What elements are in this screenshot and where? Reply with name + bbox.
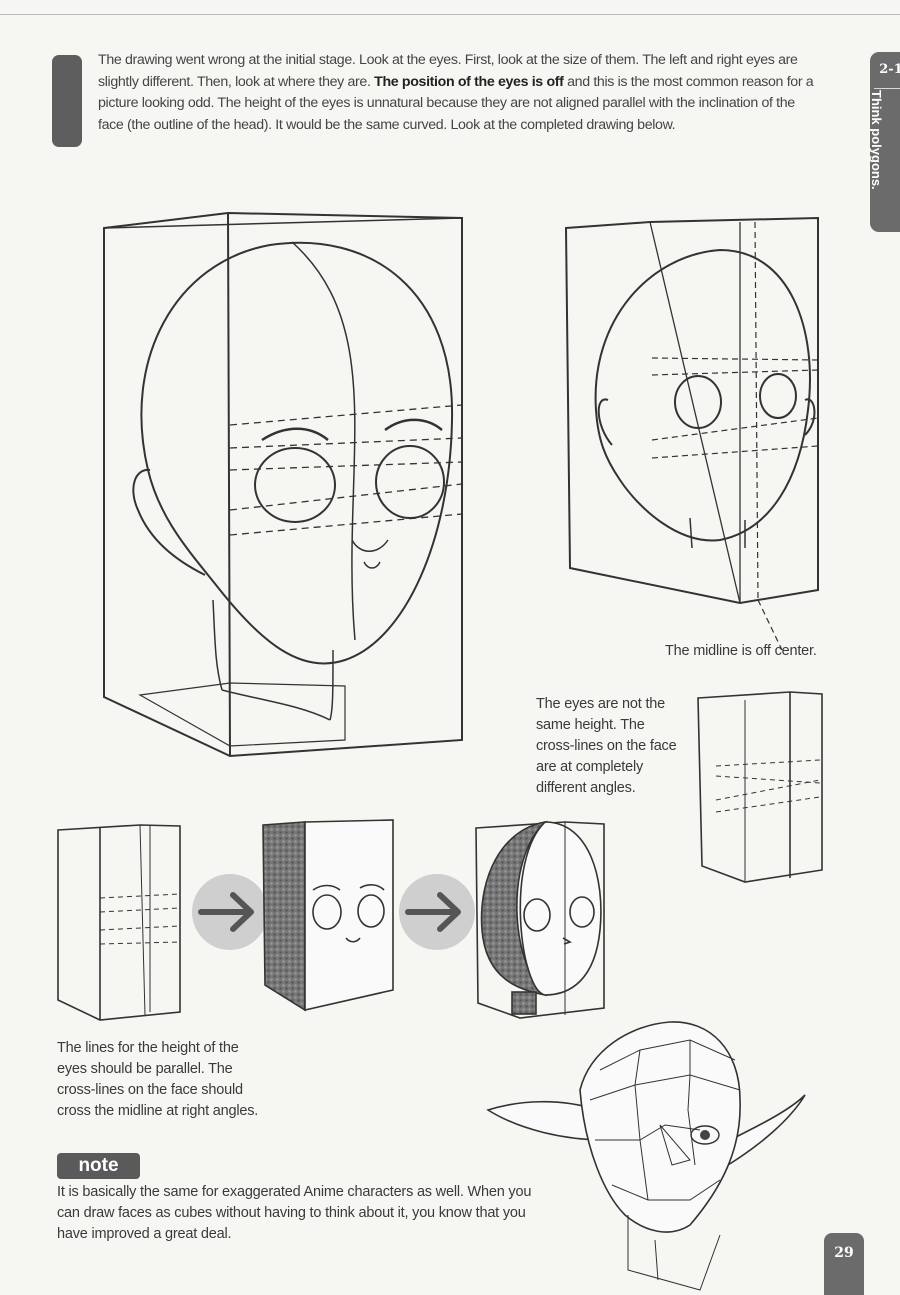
top-rule: [0, 14, 900, 15]
midline-caption: The midline is off center.: [665, 643, 817, 659]
page-number: 29: [824, 1233, 864, 1295]
right-arrow-icon: [192, 874, 268, 950]
wrong-box-diagram: [697, 691, 823, 883]
intro-text-1: The drawing went wrong at the initial st…: [98, 52, 798, 90]
progression-box-2: [262, 819, 394, 1012]
intro-bold-text: The position of the eyes is off: [374, 73, 564, 90]
intro-text-2: and this is the most common reason for a…: [98, 73, 814, 133]
progression-box-1: [57, 824, 181, 1021]
wrong-head-drawing: [564, 216, 819, 651]
note-text: It is basically the same for exaggerated…: [57, 1184, 532, 1242]
section-number: 2-1: [879, 62, 900, 77]
polygon-head-drawing: [486, 1021, 806, 1291]
note-badge: note: [57, 1153, 140, 1179]
side-tab-divider: [874, 88, 900, 89]
eyes-height-caption: The eyes are not the same height. The cr…: [536, 696, 677, 796]
large-head-drawing: [103, 211, 463, 758]
right-arrow-icon: [399, 874, 475, 950]
progression-box-3: [475, 820, 605, 1019]
parallel-lines-caption: The lines for the height of the eyes sho…: [57, 1040, 259, 1119]
intro-marker-bar: [52, 55, 82, 147]
intro-paragraph: The drawing went wrong at the initial st…: [98, 50, 818, 136]
section-side-tab: 2-1 Think polygons.: [869, 52, 900, 232]
